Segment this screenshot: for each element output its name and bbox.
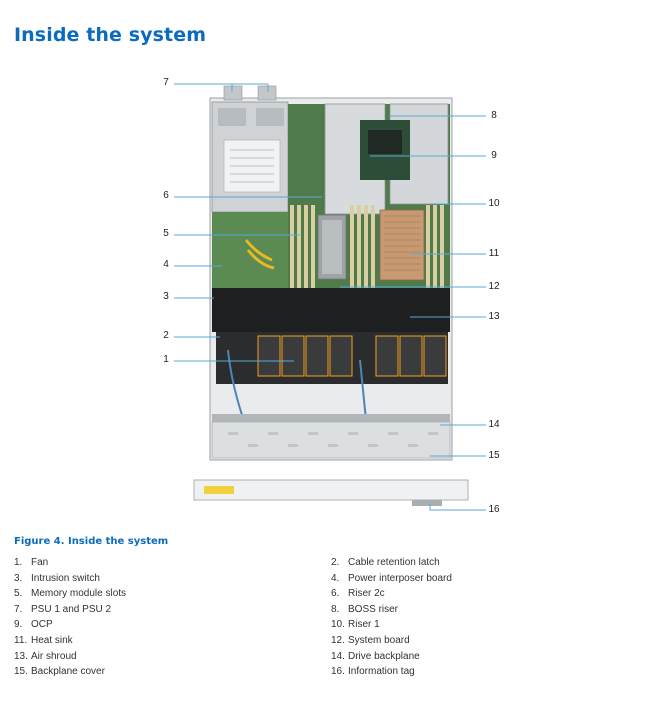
legend-label: System board — [348, 634, 410, 646]
callout-8: 8 — [491, 110, 497, 121]
legend-label: Power interposer board — [348, 572, 452, 584]
server-top-view-drawing — [174, 83, 486, 511]
legend-label: Riser 2c — [348, 588, 385, 600]
legend-number: 10. — [331, 619, 345, 631]
legend-label: Intrusion switch — [31, 572, 100, 584]
callout-14: 14 — [488, 419, 500, 430]
legend-number: 1. — [14, 557, 23, 568]
legend-number: 14. — [331, 650, 345, 662]
legend-number: 16. — [331, 666, 345, 678]
legend-item: 4. Power interposer board — [331, 571, 452, 587]
callout-1: 1 — [163, 354, 169, 365]
callout-4: 4 — [163, 259, 169, 270]
legend-number: 2. — [331, 557, 340, 568]
callout-9: 9 — [491, 150, 497, 161]
legend-number: 8. — [331, 603, 340, 615]
legend-item: 1. Fan — [14, 555, 126, 571]
server-illustration: 7 8 9 6 10 5 11 4 12 3 13 2 1 14 15 16 — [150, 70, 510, 520]
callout-7: 7 — [163, 77, 169, 88]
legend-number: 3. — [14, 572, 23, 584]
legend-label: Backplane cover — [31, 666, 105, 678]
legend-number: 7. — [14, 603, 23, 615]
legend-label: Cable retention latch — [348, 557, 440, 568]
legend-label: Memory module slots — [31, 588, 127, 600]
legend-item: 5. Memory module slots — [14, 586, 126, 602]
legend-label: Fan — [31, 557, 49, 568]
callout-6: 6 — [163, 190, 169, 201]
legend-item: 11.Heat sink — [14, 633, 126, 649]
legend-number: 6. — [331, 588, 340, 600]
page-title: Inside the system — [14, 24, 207, 46]
legend-label: BOSS riser — [348, 603, 399, 615]
legend-label: Air shroud — [31, 650, 77, 662]
legend-number: 15. — [14, 666, 28, 678]
legend-column-right: 2. Cable retention latch 4. Power interpos… — [331, 555, 452, 680]
callout-11: 11 — [488, 248, 500, 259]
legend-item: 16.Information tag — [331, 664, 452, 680]
callout-16: 16 — [488, 504, 500, 515]
legend-number: 4. — [331, 572, 340, 584]
legend-item: 13.Air shroud — [14, 649, 126, 665]
callout-3: 3 — [163, 291, 169, 302]
legend-item: 14.Drive backplane — [331, 649, 452, 665]
legend-item: 12.System board — [331, 633, 452, 649]
callout-5: 5 — [163, 228, 169, 239]
legend-item: 2. Cable retention latch — [331, 555, 452, 571]
callout-12: 12 — [488, 281, 500, 292]
callout-2: 2 — [163, 330, 169, 341]
legend-item: 15.Backplane cover — [14, 664, 126, 680]
legend-number: 5. — [14, 588, 23, 600]
callout-10: 10 — [488, 198, 500, 209]
legend-number: 11. — [14, 634, 28, 646]
legend-column-left: 1. Fan 3. Intrusion switch 5. Memory module… — [14, 555, 126, 680]
legend-label: Heat sink — [31, 634, 73, 646]
legend-label: PSU 1 and PSU 2 — [31, 603, 112, 615]
legend-label: Riser 1 — [348, 619, 380, 631]
legend-item: 8. BOSS riser — [331, 602, 452, 618]
callout-13: 13 — [488, 311, 500, 322]
legend-label: OCP — [31, 619, 53, 631]
legend-number: 12. — [331, 634, 345, 646]
legend-item: 7. PSU 1 and PSU 2 — [14, 602, 126, 618]
legend-item: 10.Riser 1 — [331, 617, 452, 633]
legend-label: Drive backplane — [348, 650, 420, 662]
legend-item: 6. Riser 2c — [331, 586, 452, 602]
legend-item: 9. OCP — [14, 617, 126, 633]
legend-number: 9. — [14, 619, 23, 631]
legend-item: 3. Intrusion switch — [14, 571, 126, 587]
callout-15: 15 — [488, 450, 500, 461]
legend-number: 13. — [14, 650, 28, 662]
figure-caption: Figure 4. Inside the system — [14, 536, 169, 547]
legend-label: Information tag — [348, 666, 415, 678]
